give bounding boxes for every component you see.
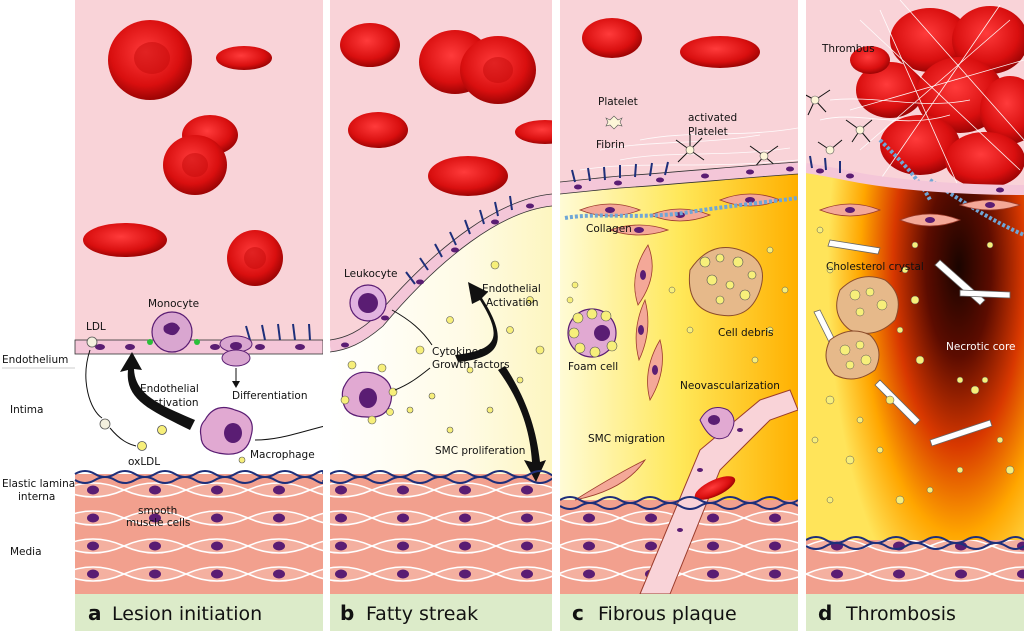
label-endothelial-activation-a2: Activation [146,397,199,409]
panel-letter-c: c [572,601,584,625]
oxldl-particle [137,441,147,451]
label-leukocyte: Leukocyte [344,268,397,280]
panel-d: d Thrombosis Thrombus Cholesterol crysta… [799,0,1024,631]
label-smc-migration: SMC migration [588,433,665,445]
label-cytokines-1: Cytokines [432,346,484,358]
label-cell-debris: Cell debris [718,327,773,339]
panel-letter-b: b [340,601,354,625]
layer-elastic-lamina-1: Elastic lamina [2,478,75,490]
collagen-fiber [564,196,799,220]
red-blood-cell [582,18,642,58]
panel-c: c Fibrous plaque Platelet activated Plat… [559,0,799,631]
panel-letter-a: a [88,601,102,625]
label-ldl: LDL [86,321,106,333]
label-cholesterol-crystal: Cholesterol crystal [826,261,924,273]
label-smc-proliferation: SMC proliferation [435,445,525,457]
label-monocyte: Monocyte [148,298,199,310]
label-platelet: Platelet [598,96,638,108]
layer-media: Media [10,546,42,558]
label-activated-platelet-1: activated [688,112,737,124]
label-endothelial-activation-a1: Endothelial [140,383,199,395]
label-thrombus: Thrombus [821,43,875,55]
endothelial-activation-arrow [120,352,195,430]
red-blood-cell [83,223,167,257]
label-macrophage: Macrophage [250,449,315,461]
panel-letter-d: d [818,601,832,625]
label-activated-platelet-2: Platelet [688,126,728,138]
panel-title-c: Fibrous plaque [598,603,737,625]
label-endothelial-activation-b2: Activation [486,297,539,309]
media-d [806,540,1024,594]
intima-a [75,344,323,474]
panel-a: a Lesion initiation LDL Monocyte Endothe… [74,0,326,631]
red-blood-cell [216,46,272,70]
red-blood-cell [680,36,760,68]
red-blood-cell [694,476,736,500]
elastic-lamina [74,470,325,478]
label-cytokines-2: Growth factors [432,359,510,371]
label-neovascularization: Neovascularization [680,380,780,392]
endothelium-layer-c [559,162,799,194]
red-blood-cell [428,156,508,196]
label-smooth-muscle-2: muscle cells [126,517,190,529]
layer-labels: Endothelium Intima Elastic lamina intern… [2,354,75,558]
label-oxldl: oxLDL [128,456,160,468]
cell-debris [688,247,763,317]
panel-b: b Fatty streak Leukocyte Endothelial Act… [329,0,575,631]
smc-proliferation-arrow [498,366,546,482]
layer-intima: Intima [10,404,43,416]
red-blood-cell [340,23,400,67]
label-necrotic-core: Necrotic core [946,341,1016,353]
label-collagen: Collagen [586,223,632,235]
footer-a [75,594,323,631]
endothelium-layer-d [805,163,1024,195]
media-a [75,474,323,594]
panel-title-d: Thrombosis [845,603,956,625]
panel-title-b: Fatty streak [366,603,478,625]
footer-c [560,594,798,631]
footer-b [330,594,552,631]
panel-title-a: Lesion initiation [112,603,262,625]
endothelium-layer-b [329,194,553,352]
label-foam-cell: Foam cell [568,361,618,373]
label-endothelial-activation-b1: Endothelial [482,283,541,295]
media-b [330,474,552,594]
platelet [605,115,623,130]
label-fibrin: Fibrin [596,139,625,151]
ldl-entry-arrow [85,349,103,419]
label-differentiation: Differentiation [232,390,307,402]
red-blood-cell [348,112,408,148]
ldl-particle [86,336,98,348]
layer-endothelium: Endothelium [2,354,68,366]
layer-elastic-lamina-2: interna [18,491,55,503]
footer-d [806,594,1024,631]
endothelial-activation-arrow-b [455,282,498,362]
label-smooth-muscle-1: smooth [138,505,177,517]
